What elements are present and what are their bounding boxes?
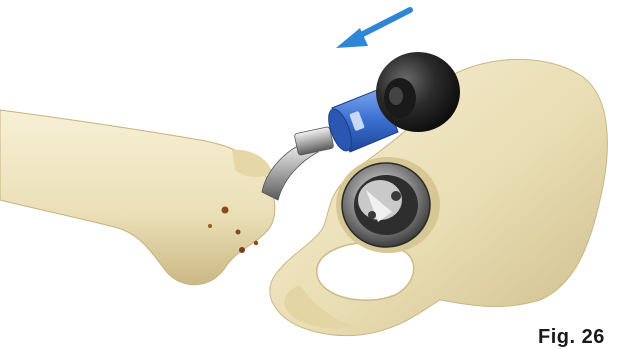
direction-arrow — [336, 10, 410, 48]
acetabular-cup — [342, 163, 430, 247]
bearing-head — [376, 52, 460, 132]
femur-bone — [0, 110, 275, 285]
figure-label: Fig. 26 — [538, 326, 605, 349]
femoral-stem-trunnion — [262, 126, 334, 200]
